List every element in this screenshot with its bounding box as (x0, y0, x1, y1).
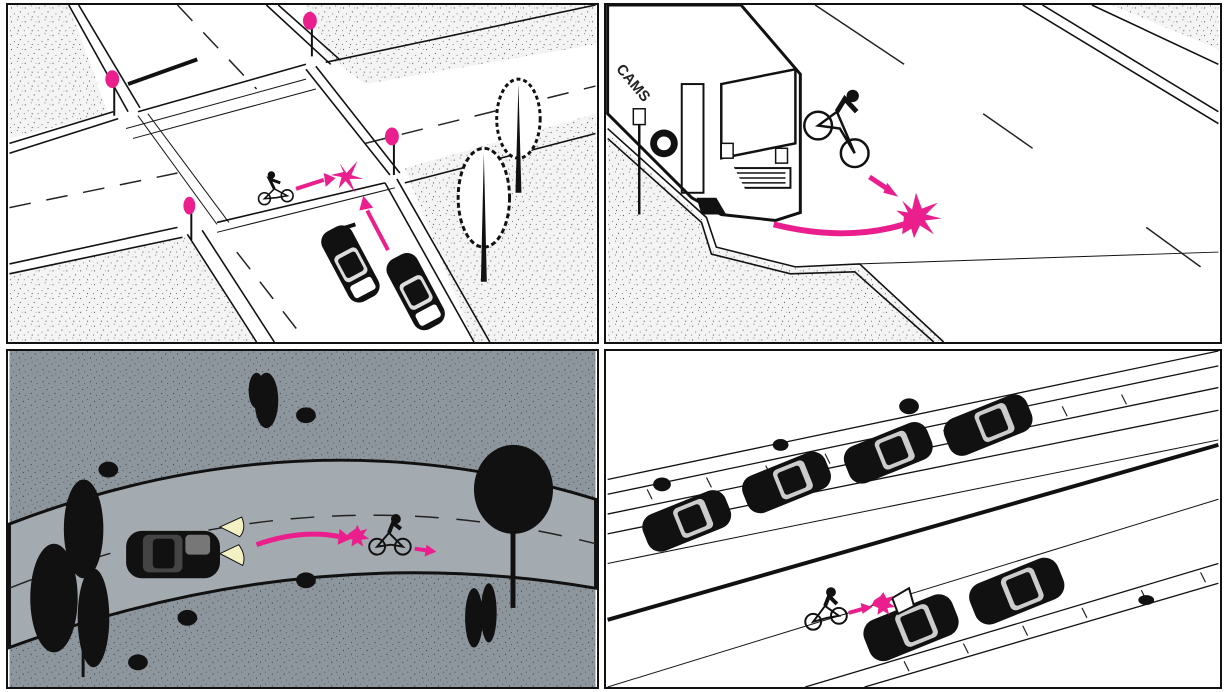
panel-parked-car-door (604, 349, 1222, 689)
panel-bus-right-turn: CAMS (604, 3, 1222, 344)
panel-intersection-left-turn (6, 3, 599, 344)
panel-night-rear-approach (6, 349, 599, 689)
car-icon (126, 531, 220, 578)
